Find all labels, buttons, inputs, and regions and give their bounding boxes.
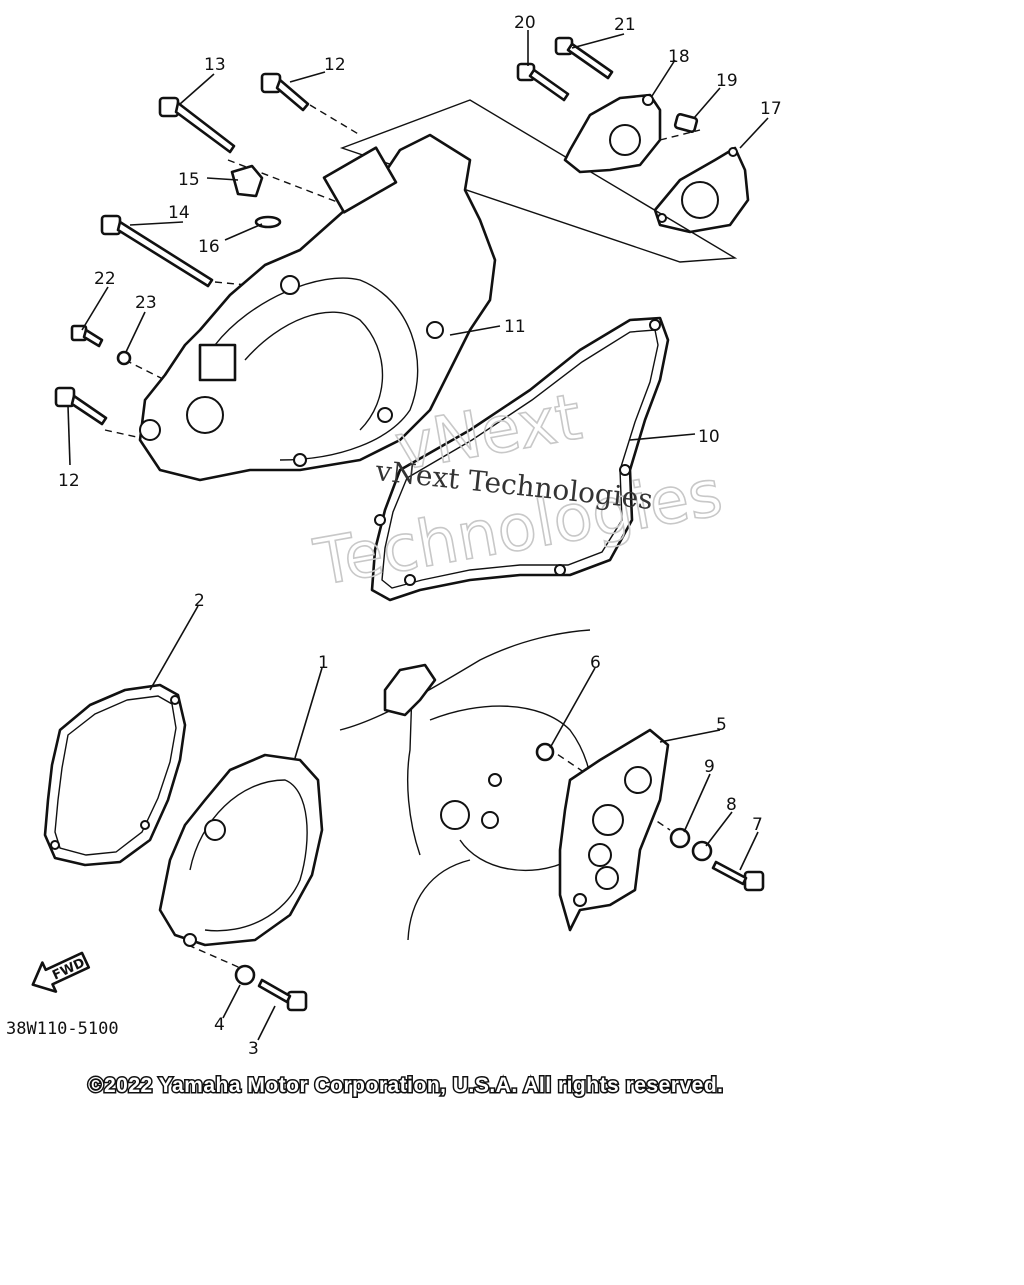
washer-4 bbox=[234, 964, 256, 986]
crankcase-cover bbox=[138, 133, 497, 482]
callout-14: 14 bbox=[168, 203, 190, 223]
gasket-17 bbox=[653, 146, 750, 234]
engine-outline bbox=[339, 629, 594, 941]
part-code: 38W110-5100 bbox=[6, 1019, 119, 1039]
callout-7: 7 bbox=[752, 815, 763, 835]
callout-23: 23 bbox=[135, 293, 157, 313]
oil-filler-plug-15 bbox=[230, 164, 264, 198]
callout-9: 9 bbox=[704, 757, 715, 777]
water-pump-housing bbox=[558, 728, 670, 932]
gasket-10 bbox=[370, 316, 670, 602]
pump-cover bbox=[563, 93, 662, 174]
bolt-14 bbox=[100, 214, 214, 288]
bolt-21 bbox=[554, 36, 614, 80]
callout-21: 21 bbox=[614, 15, 636, 35]
fwd-arrow-icon: FWD bbox=[31, 951, 91, 993]
bolt-13 bbox=[158, 96, 236, 154]
callout-11: 11 bbox=[504, 317, 526, 337]
callout-numbers: 13 12 15 14 16 22 23 12 11 10 20 21 18 1… bbox=[58, 13, 782, 1059]
dowel-pin-19 bbox=[673, 113, 699, 133]
callout-12-top: 12 bbox=[324, 55, 346, 75]
bolt-22 bbox=[70, 324, 104, 348]
callout-3: 3 bbox=[248, 1039, 259, 1059]
bolt-3 bbox=[257, 978, 308, 1012]
callout-1: 1 bbox=[318, 653, 329, 673]
leader-12-top-dash bbox=[309, 104, 361, 136]
axis-19-dash bbox=[659, 129, 701, 141]
callout-12-left: 12 bbox=[58, 471, 80, 491]
bolt-12-left bbox=[54, 386, 108, 426]
leader-22-dash bbox=[124, 359, 166, 381]
callout-13: 13 bbox=[204, 55, 226, 75]
callout-5: 5 bbox=[716, 715, 727, 735]
assembly-group-frame bbox=[339, 99, 738, 263]
callout-18: 18 bbox=[668, 47, 690, 67]
copyright-notice: ©2022 Yamaha Motor Corporation, U.S.A. A… bbox=[88, 1074, 723, 1097]
washer-23 bbox=[116, 350, 132, 366]
callout-10: 10 bbox=[698, 427, 720, 447]
callout-15: 15 bbox=[178, 170, 200, 190]
callout-20: 20 bbox=[514, 13, 536, 33]
washer-9 bbox=[669, 827, 691, 849]
callout-4: 4 bbox=[214, 1015, 225, 1035]
washer-6 bbox=[535, 742, 555, 762]
callout-19: 19 bbox=[716, 71, 738, 91]
callout-17: 17 bbox=[760, 99, 782, 119]
axis-3-dash bbox=[187, 944, 246, 971]
callout-6: 6 bbox=[590, 653, 601, 673]
bolt-12-top bbox=[260, 72, 310, 112]
callout-8: 8 bbox=[726, 795, 737, 815]
washer-8 bbox=[691, 840, 713, 862]
callout-16: 16 bbox=[198, 237, 220, 257]
callout-2: 2 bbox=[194, 591, 205, 611]
callout-22: 22 bbox=[94, 269, 116, 289]
leader-13-dash bbox=[227, 159, 346, 206]
gasket-2 bbox=[43, 683, 187, 867]
bolt-20 bbox=[516, 62, 570, 102]
generator-cover bbox=[158, 753, 324, 947]
leader-lines bbox=[67, 30, 769, 1041]
bolt-7 bbox=[711, 860, 765, 892]
